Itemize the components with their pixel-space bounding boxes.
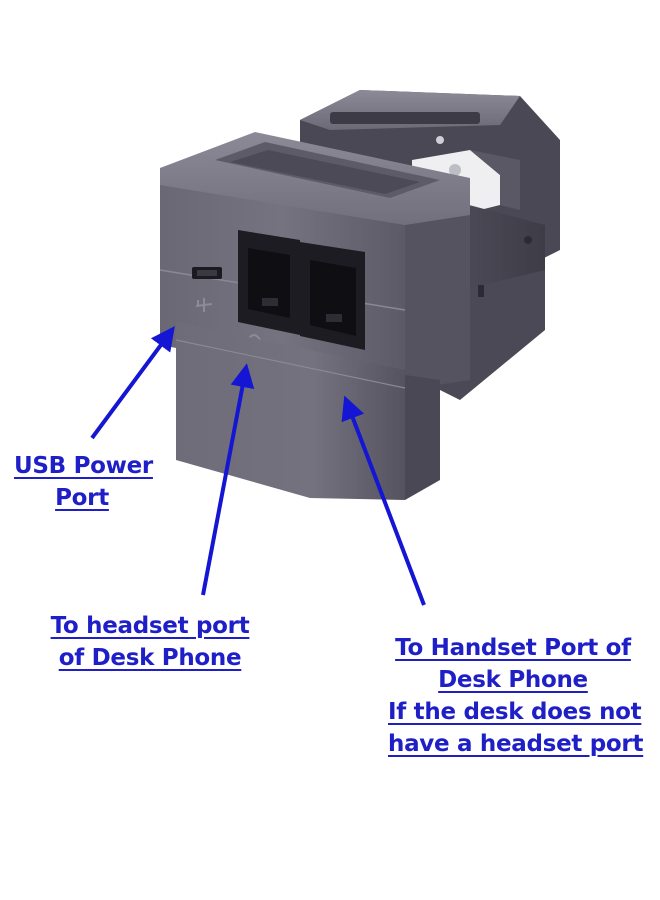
usb-label-line2: Port <box>55 485 109 511</box>
handset-label-line3: If the desk does not <box>388 699 642 725</box>
usb-arrow <box>90 326 175 440</box>
headset-label-line2: of Desk Phone <box>58 645 242 671</box>
handset-label-line2: Desk Phone <box>438 667 588 693</box>
usb-power-port-label: USB Power Port <box>14 450 153 514</box>
usb-icon <box>195 298 213 312</box>
handset-rj-port <box>300 242 365 350</box>
handset-label-line4: have a headset port <box>388 731 644 757</box>
handset-label-line1: To Handset Port of <box>395 635 631 661</box>
usb-label-line1: USB Power <box>14 453 153 479</box>
headset-label-line1: To headset port <box>50 613 250 639</box>
headset-arrow <box>201 363 255 596</box>
handset-arrow <box>341 395 426 606</box>
handset-port-label: To Handset Port of Desk Phone If the des… <box>388 632 643 760</box>
headset-port-label: To headset port of Desk Phone <box>50 610 250 674</box>
headset-rj-port <box>238 230 300 335</box>
usb-port <box>192 267 222 279</box>
